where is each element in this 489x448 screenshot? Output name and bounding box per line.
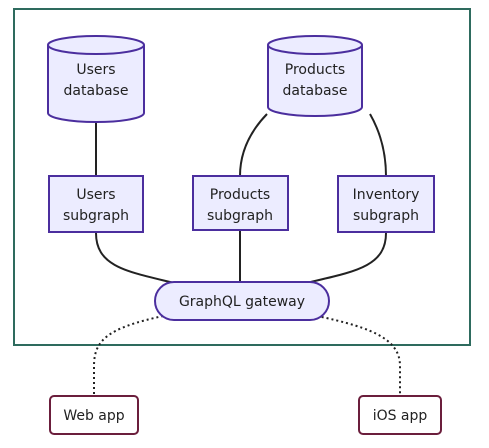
ios-app-label: iOS app (373, 408, 428, 424)
ios-app-box (358, 395, 442, 435)
edge-products-db-to-products-subgraph (239, 113, 268, 177)
products-subgraph-box (192, 175, 289, 231)
users-subgraph-label-line1: Users (76, 187, 115, 203)
products-subgraph-label-line1: Products (210, 187, 270, 203)
client-edges (93, 312, 401, 396)
users-database: Users database (47, 35, 145, 123)
ios-app-node: iOS app (358, 395, 442, 435)
users-subgraph-box (48, 175, 144, 233)
users-subgraph-label-line2: subgraph (63, 208, 129, 224)
products-database: Products database (267, 35, 363, 117)
users-database-rim (47, 44, 145, 55)
edge-inventory-subgraph-to-gateway (301, 232, 387, 285)
products-database-label-line1: Products (285, 62, 345, 78)
users-subgraph-node: Users subgraph (48, 175, 144, 233)
graphql-gateway-box (154, 281, 330, 321)
web-app-box (49, 395, 139, 435)
edges (95, 113, 387, 285)
inventory-subgraph-label-line1: Inventory (353, 187, 420, 203)
edge-gateway-to-web-app (93, 312, 179, 396)
server-boundary (13, 8, 471, 346)
graphql-gateway-node: GraphQL gateway (154, 281, 330, 321)
graphql-gateway-label: GraphQL gateway (179, 294, 305, 310)
web-app-label: Web app (63, 408, 124, 424)
users-database-body (47, 35, 145, 123)
edge-gateway-to-ios-app (301, 312, 401, 396)
edge-products-db-to-inventory-subgraph (369, 113, 387, 177)
inventory-subgraph-node: Inventory subgraph (337, 175, 435, 233)
products-subgraph-label-line2: subgraph (207, 208, 273, 224)
products-subgraph-node: Products subgraph (192, 175, 289, 231)
inventory-subgraph-label-line2: subgraph (353, 208, 419, 224)
inventory-subgraph-box (337, 175, 435, 233)
users-database-label-line1: Users (76, 62, 115, 78)
products-database-body (267, 35, 363, 117)
products-database-rim (267, 44, 363, 55)
web-app-node: Web app (49, 395, 139, 435)
products-database-label-line2: database (283, 83, 348, 99)
users-database-label-line2: database (64, 83, 129, 99)
edge-users-subgraph-to-gateway (95, 232, 179, 285)
